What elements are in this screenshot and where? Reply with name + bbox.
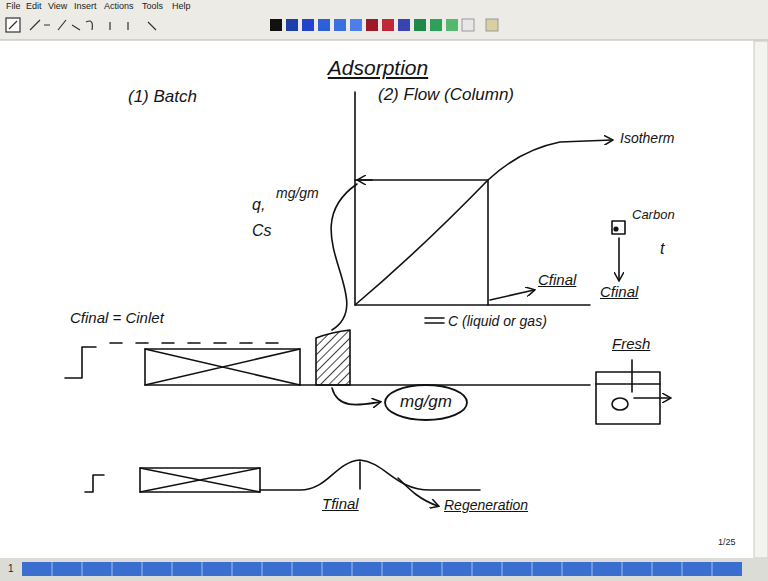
page-number: 1/25 xyxy=(718,538,736,548)
fresh-particle xyxy=(612,398,628,410)
axis-value: Cfinal xyxy=(538,272,576,289)
fresh-lines xyxy=(596,360,660,392)
peak-line xyxy=(359,462,361,489)
regen-arrow xyxy=(398,478,438,506)
menu-item: File xyxy=(6,2,21,12)
graph-axes xyxy=(355,92,590,305)
note-label: Cfinal xyxy=(600,284,638,301)
note-label: Cfinal = Cinlet xyxy=(70,310,164,327)
section-label: (1) Batch xyxy=(128,88,197,107)
carbon-box xyxy=(612,221,625,234)
menu-item: Edit xyxy=(26,2,42,12)
status-bar xyxy=(0,558,768,581)
menu-item: Tools xyxy=(142,2,163,12)
axis-label: Cs xyxy=(252,222,272,240)
column-packing-2 xyxy=(140,468,260,492)
axis-label: q, xyxy=(252,196,265,214)
menu-item: Actions xyxy=(104,2,134,12)
unit-label: mg/gm xyxy=(276,186,319,201)
page-strip xyxy=(22,562,742,576)
note-label: t xyxy=(660,240,664,258)
menu-item: Help xyxy=(172,2,191,12)
note-label: Regeneration xyxy=(444,498,528,513)
isotherm-curve xyxy=(355,140,612,305)
peak-curve xyxy=(260,460,480,490)
page-index: 1 xyxy=(8,563,14,574)
axis-label: C (liquid or gas) xyxy=(448,314,547,329)
circled-unit: mg/gm xyxy=(383,383,469,422)
note-label: Tfinal xyxy=(322,496,359,513)
note-label: Carbon xyxy=(632,208,675,222)
step-input-2 xyxy=(85,475,104,492)
menu-item: Insert xyxy=(74,2,97,12)
step-input xyxy=(65,347,96,378)
scrollbar xyxy=(754,41,768,558)
equals-mark xyxy=(425,318,444,323)
dashed-level xyxy=(110,342,290,344)
page-strip-ticks xyxy=(52,562,712,576)
section-label: (2) Flow (Column) xyxy=(378,86,514,105)
toolbar xyxy=(0,0,768,40)
node-text-line: mg/gm xyxy=(400,393,452,412)
s-curve xyxy=(331,184,357,330)
guide-lines xyxy=(355,180,488,305)
carbon-dot xyxy=(614,227,618,231)
tool-icons xyxy=(6,18,156,32)
column xyxy=(145,349,300,385)
node-text: mg/gm xyxy=(400,393,452,412)
fresh-arrow xyxy=(634,397,670,399)
time-arrow xyxy=(618,238,620,280)
color-swatches xyxy=(270,19,498,31)
area-arrow xyxy=(332,388,380,405)
column-packing xyxy=(145,349,300,385)
column-2 xyxy=(140,468,260,492)
curve-label: Isotherm xyxy=(620,131,674,146)
note-label: Fresh xyxy=(612,336,650,353)
axis-arrow xyxy=(358,179,372,181)
menu-item: View xyxy=(48,2,67,12)
title: Adsorption xyxy=(328,56,428,79)
leader-line xyxy=(490,290,534,300)
shaded-area xyxy=(316,330,350,385)
toolbar-edge xyxy=(0,40,768,41)
